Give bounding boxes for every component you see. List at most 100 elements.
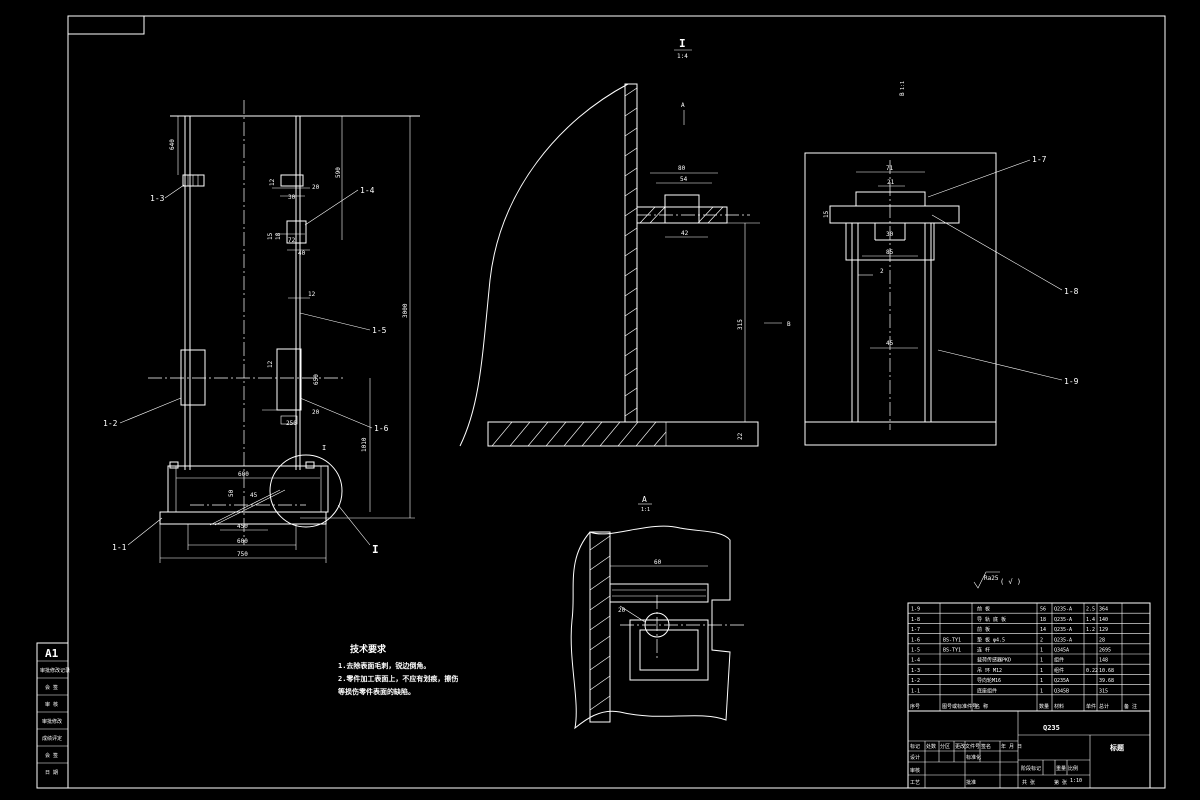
dim-40: 40 (298, 250, 306, 257)
title-lbl-k: 比例 (1068, 765, 1078, 772)
s-dim-80: 80 (678, 165, 686, 172)
technical-requirements: 技术要求 1.去除表面毛刺，锐边倒角。 2.零件加工表面上，不应有划痕，擦伤 等… (337, 643, 458, 696)
dim-72: 72 (288, 237, 296, 244)
bom-cell-name: 载荷传感器PKD (977, 657, 1011, 664)
bom-cell-mat: Q345B (1054, 688, 1069, 694)
bom-cell-w1: 1.4 (1086, 617, 1095, 623)
b-dim-30: 30 (886, 231, 894, 238)
section-title: I (679, 37, 686, 50)
sheet-frame (67, 15, 1166, 789)
title-lbl-e: 签名 (981, 743, 991, 750)
s-dim-22: 22 (737, 432, 744, 440)
bom-cell-code: 1-1 (911, 688, 920, 694)
b-dim-45: 45 (886, 340, 894, 347)
bom-cell-name: 导 轨 底 板 (977, 616, 1006, 623)
strip-cell-1: 会 签 (45, 684, 58, 691)
roughness-symbol: Ra25 ( √ ) (973, 571, 1021, 589)
bom-cell-w2: 2695 (1099, 648, 1111, 654)
strip-cell-5: 会 签 (45, 752, 58, 759)
leader-1-7: 1-7 (1032, 155, 1047, 164)
leader-1-8: 1-8 (1064, 287, 1079, 296)
bom-cell-w2: 28 (1099, 637, 1105, 643)
bom-cell-w1: 1.2 (1086, 627, 1095, 633)
left-strip: A1 审批修改记录 会 签 审 核 审批修改 成绩评定 会 签 日 期 (36, 642, 70, 789)
bom-cell-qty: 1 (1040, 658, 1043, 664)
right-view: B 1:1 71 21 30 85 2 45 15 1-7 1-8 1-9 (804, 81, 1079, 446)
leader-1-9: 1-9 (1064, 377, 1079, 386)
bom-cell-qty: 1 (1040, 668, 1043, 674)
title-lbl-j: 重量 (1056, 765, 1066, 772)
bom-cell-mat: Q235-A (1054, 617, 1072, 623)
arrow-A-label: A (681, 102, 685, 109)
detail-view-A: A 1:1 60 20 (570, 495, 745, 730)
leader-1-4: 1-4 (360, 186, 375, 195)
bom-cell-std: BS-TY1 (943, 637, 961, 643)
dim-50: 50 (228, 489, 235, 497)
bom-cell-name: 前 板 (977, 606, 990, 613)
dim-1010: 1010 (361, 437, 368, 452)
bom-cell-name: 连 杆 (977, 647, 990, 654)
tech-req-line-1: 1.去除表面毛刺，锐边倒角。 (338, 661, 430, 670)
bom-cell-qty: 2 (1040, 637, 1043, 643)
bom-cell-name: 垫 板 φ4.5 (977, 636, 1005, 643)
title-block: Q235 标题 标记 处数 分区 更改文件号 签名 年 月 日 设计 标准化 阶… (907, 710, 1151, 789)
s-dim-315: 315 (737, 319, 744, 330)
strip-cell-6: 日 期 (45, 770, 58, 776)
bom-header-5: 单件 总计 (1086, 703, 1109, 710)
callout-I: I (372, 543, 379, 556)
bom-cell-mat: Q235-A (1054, 637, 1072, 643)
detail-A-title: A (642, 495, 647, 504)
bom-cell-w2: 10.68 (1099, 668, 1114, 674)
dim-12b: 12 (308, 291, 316, 298)
title-lbl-a: 标记 (910, 743, 920, 750)
bom-cell-mat: Q235-A (1054, 607, 1072, 613)
s-dim-42: 42 (681, 230, 689, 237)
bom-header-1: 图号或标准件号 (942, 703, 977, 710)
strip-cell-4: 成绩评定 (42, 735, 62, 742)
bom-cell-w2: 148 (1099, 658, 1108, 664)
callout-I-small: I (322, 444, 326, 452)
title-lbl-n: 批准 (966, 779, 976, 786)
bom-cell-w2: 140 (1099, 617, 1108, 623)
arrow-B-label: B (787, 321, 791, 328)
bom-cell-qty: 1 (1040, 688, 1043, 694)
sheet-size-label: A1 (45, 647, 59, 660)
bom-cell-name: 导向轮M16 (977, 677, 1001, 684)
dim-600: 600 (237, 538, 248, 545)
bom-cell-name: 底座组件 (977, 687, 997, 694)
b-dim-85: 85 (886, 249, 894, 256)
bom-cell-qty: 1 (1040, 678, 1043, 684)
bom-cell-qty: 56 (1040, 607, 1046, 613)
bom-cell-w2: 364 (1099, 607, 1108, 613)
bom-header-4: 材料 (1054, 703, 1064, 710)
bom-cell-mat: Q235A (1054, 678, 1069, 684)
bom-cell-w2: 315 (1099, 688, 1108, 694)
right-view-title: B (899, 92, 906, 96)
bom-header-0: 序号 (910, 703, 920, 710)
tech-req-title: 技术要求 (350, 643, 387, 655)
dim-590: 590 (335, 167, 342, 178)
leader-1-3: 1-3 (150, 194, 165, 203)
bom-cell-mat: Q235-A (1054, 627, 1072, 633)
bom-cell-code: 1-5 (911, 648, 920, 654)
title-lbl-d: 更改文件号 (955, 743, 980, 750)
section-view: I 1:4 A B (459, 37, 791, 447)
title-lbl-b: 处数 (926, 743, 936, 750)
i-dim-60: 60 (654, 559, 662, 566)
b-dim-71: 71 (886, 165, 894, 172)
dim-12c: 12 (267, 360, 274, 368)
bom-cell-mat: 组件 (1054, 667, 1064, 674)
front-view-leaders: 1-3 1-4 1-5 1-2 1-6 1-1 I I (103, 184, 389, 556)
title-lbl-l: 审核 (910, 767, 920, 774)
tech-req-line-2: 2.零件加工表面上，不应有划痕，擦伤 (338, 674, 458, 683)
title-lbl-f: 年 月 日 (1001, 743, 1022, 750)
dim-20b: 20 (312, 409, 320, 416)
roughness-value: Ra25 (984, 575, 999, 582)
roughness-paren: ( √ ) (1000, 578, 1021, 586)
dim-30: 30 (288, 194, 296, 201)
dim-600b: 600 (238, 471, 249, 478)
detail-circle-I (269, 454, 343, 528)
bom-cell-qty: 1 (1040, 648, 1043, 654)
title-lbl-c: 分区 (940, 743, 950, 750)
